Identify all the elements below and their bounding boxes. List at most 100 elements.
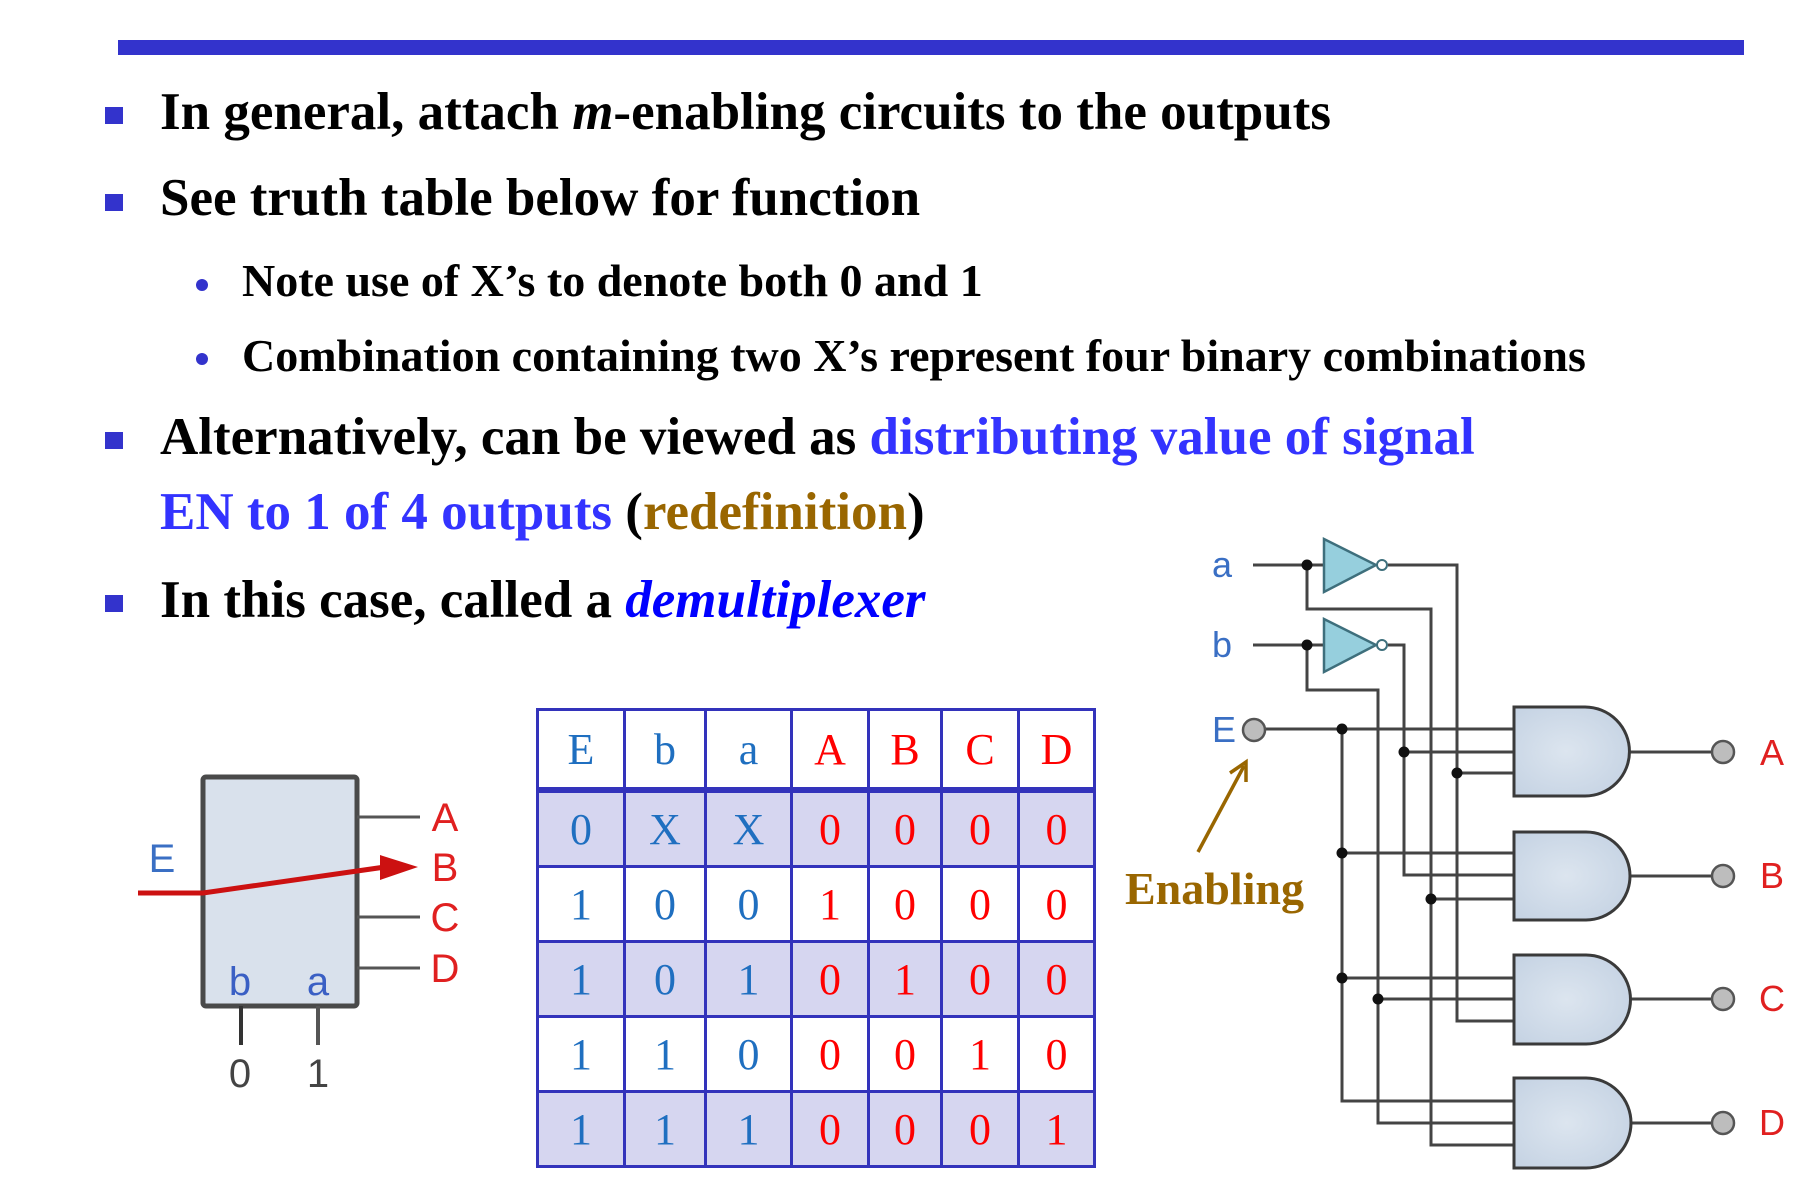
block-select-label-a: a — [307, 960, 330, 1004]
truth-table-cell: 1 — [790, 865, 870, 943]
truth-table-cell: 1 — [536, 940, 626, 1018]
truth-table-cell: 0 — [867, 1090, 943, 1168]
truth-table-cell: 1 — [1017, 1090, 1096, 1168]
truth-table-cell: 0 — [1017, 940, 1096, 1018]
bullet-square-icon — [105, 107, 123, 124]
inverter-b — [1322, 616, 1388, 675]
routing-arrow-line — [138, 864, 386, 896]
truth-table-cell: 0 — [940, 865, 1020, 943]
output-terminal-a-icon — [1710, 739, 1736, 765]
bullet-square-icon — [105, 595, 123, 612]
sub-bullet-2: Combination containing two X’s represent… — [242, 330, 1586, 381]
block-select-label-b: b — [229, 960, 251, 1004]
truth-table-cell: 0 — [940, 788, 1020, 868]
junction-dot — [1336, 723, 1348, 735]
truth-table-cell: 0 — [536, 788, 626, 868]
junction-dot — [1372, 993, 1384, 1005]
truth-table-header-cell: C — [940, 708, 1020, 793]
bullet-3-line-2: EN to 1 of 4 outputs (redefinition) — [160, 482, 925, 542]
truth-table-header-cell: a — [704, 708, 793, 793]
truth-table-cell: 1 — [867, 940, 943, 1018]
bullet-3-paren-open: ( — [612, 483, 643, 541]
wire-e — [1340, 729, 1514, 1103]
wire-a-not — [1388, 563, 1514, 1023]
junction-dot — [1301, 559, 1313, 571]
sub-bullet-dot-icon — [196, 279, 208, 291]
truth-table-cell: 0 — [867, 1015, 943, 1093]
junction-dot — [1336, 847, 1348, 859]
truth-table-cell: 0 — [790, 1090, 870, 1168]
bullet-3-line-1: Alternatively, can be viewed as distribu… — [160, 407, 1475, 467]
junction-dot — [1336, 972, 1348, 984]
junction-dot — [1425, 893, 1437, 905]
junction-dot — [1398, 746, 1410, 758]
bullet-3-paren-close: ) — [906, 483, 925, 541]
enabling-arrow-head-icon — [1229, 758, 1248, 782]
inverter-bubble-icon — [1376, 639, 1388, 651]
circuit-output-label-b: B — [1760, 855, 1784, 896]
truth-table-cell: 0 — [704, 865, 793, 943]
inverter-triangle-icon — [1322, 536, 1379, 595]
inverter-a — [1322, 536, 1388, 595]
circuit-input-label-b: b — [1212, 624, 1232, 665]
truth-table-cell: 0 — [790, 940, 870, 1018]
truth-table-cell: 1 — [623, 1090, 707, 1168]
truth-table-cell: 0 — [940, 940, 1020, 1018]
title-rule — [118, 40, 1744, 55]
truth-table-cell: X — [623, 788, 707, 868]
circuit-input-label-e: E — [1212, 709, 1236, 750]
truth-table-cell: 1 — [536, 865, 626, 943]
truth-table-header-cell: E — [536, 708, 626, 793]
truth-table-cell: X — [704, 788, 793, 868]
block-select-value-b: 0 — [229, 1052, 251, 1096]
block-enable-label: E — [149, 837, 176, 881]
truth-table-cell: 0 — [790, 788, 870, 868]
input-terminal-e-icon — [1241, 717, 1267, 743]
wire-b — [1305, 645, 1514, 1125]
sub-bullet-dot-icon — [196, 353, 208, 365]
bullet-2-text: See truth table below for function — [160, 169, 921, 227]
truth-table-cell: 1 — [623, 1015, 707, 1093]
inverter-triangle-icon — [1322, 616, 1379, 675]
and-gate-c-icon — [1512, 953, 1632, 1046]
and-gate-b-icon — [1512, 830, 1632, 922]
bullet-square-icon — [105, 432, 123, 449]
truth-table-cell: 0 — [1017, 788, 1096, 868]
output-terminal-b-icon — [1710, 863, 1736, 889]
demux-circuit — [1253, 563, 1712, 1147]
bullet-2: See truth table below for function — [160, 168, 920, 228]
bullet-1-text-m: m — [572, 83, 614, 141]
routing-arrow-head-icon — [380, 855, 418, 880]
output-terminal-c-icon — [1710, 986, 1736, 1012]
truth-table-cell: 0 — [1017, 1015, 1096, 1093]
truth-table-cell: 1 — [536, 1090, 626, 1168]
circuit-output-label-d: D — [1759, 1102, 1785, 1143]
sub-bullet-1: Note use of X’s to denote both 0 and 1 — [242, 255, 983, 306]
and-gate-d-icon — [1512, 1076, 1633, 1170]
bullet-1-text-a: In general, attach — [160, 83, 573, 141]
wire-b-not — [1388, 643, 1514, 877]
bullet-3-highlight-2: EN to 1 of 4 outputs — [160, 483, 613, 541]
output-terminal-d-icon — [1710, 1110, 1736, 1136]
and-gate-a-icon — [1512, 705, 1631, 798]
truth-table-header-cell: D — [1017, 708, 1096, 793]
bullet-3-highlight-1: distributing value of signal — [869, 408, 1475, 466]
truth-table-cell: 0 — [940, 1090, 1020, 1168]
truth-table-header-cell: b — [623, 708, 707, 793]
block-select-value-a: 1 — [307, 1052, 329, 1096]
bullet-4-demultiplexer: demultiplexer — [625, 571, 926, 629]
circuit-input-label-a: a — [1212, 544, 1233, 585]
truth-table-cell: 0 — [623, 865, 707, 943]
truth-table-cell: 0 — [704, 1015, 793, 1093]
truth-table-cell: 1 — [704, 1090, 793, 1168]
bullet-3-text-a: Alternatively, can be viewed as — [160, 408, 870, 466]
truth-table-cell: 1 — [704, 940, 793, 1018]
bullet-3-redefinition: redefinition — [642, 483, 907, 541]
truth-table-cell: 1 — [940, 1015, 1020, 1093]
